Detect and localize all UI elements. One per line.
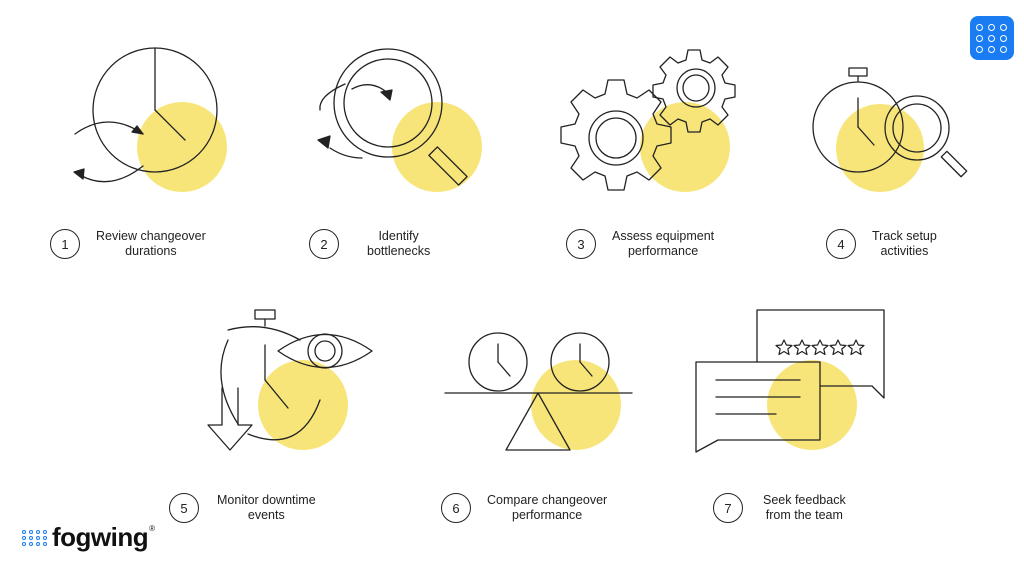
step-label-line1: Review changeover — [96, 229, 206, 243]
stopwatch-magnifier-icon — [812, 67, 968, 192]
gears-icon — [560, 49, 736, 192]
step-number: 4 — [826, 229, 856, 259]
step-label-line1: Track setup — [872, 229, 937, 243]
step-number: 7 — [713, 493, 743, 523]
app-grid-dot — [988, 45, 995, 53]
step-label-line2: durations — [125, 244, 177, 258]
step-3: 3 Assess equipment performance — [566, 229, 714, 259]
brand-name: fogwing — [52, 522, 149, 552]
step-number: 6 — [441, 493, 471, 523]
step-label-line2: performance — [627, 244, 699, 258]
step-label: Seek feedback from the team — [763, 493, 846, 523]
step-2: 2 Identify bottlenecks — [309, 229, 430, 259]
step-label-line2: bottlenecks — [367, 244, 431, 258]
step-label: Review changeover durations — [96, 229, 206, 259]
balance-clocks-icon — [444, 332, 633, 451]
app-grid-dot — [976, 45, 983, 53]
step-6: 6 Compare changeover performance — [441, 493, 607, 523]
stopwatch-eye-icon — [207, 309, 373, 451]
step-label-line2: events — [247, 508, 285, 522]
app-grid-dot — [1000, 45, 1007, 53]
step-number: 1 — [50, 229, 80, 259]
step-label-line1: Identify — [378, 229, 419, 243]
step-number: 3 — [566, 229, 596, 259]
app-grid-dot — [988, 34, 995, 42]
step-label-line1: Compare changeover — [487, 493, 608, 507]
step-7: 7 Seek feedback from the team — [713, 493, 846, 523]
registered-mark: ® — [149, 524, 156, 533]
step-number: 5 — [169, 493, 199, 523]
step-4: 4 Track setup activities — [826, 229, 937, 259]
step-number: 2 — [309, 229, 339, 259]
app-grid-button[interactable] — [970, 16, 1014, 60]
step-label: Identify bottlenecks — [367, 229, 430, 259]
logo-dots-icon — [22, 529, 48, 546]
app-grid-dot — [976, 34, 983, 42]
brand-logo: fogwing ® — [22, 522, 155, 553]
step-label-line2: from the team — [765, 508, 843, 522]
step-label-line1: Seek feedback — [763, 493, 846, 507]
app-grid-dot — [988, 23, 995, 31]
feedback-rating-icon — [695, 309, 885, 453]
step-label: Track setup activities — [872, 229, 937, 259]
clock-cycle-icon — [73, 47, 227, 192]
step-label: Monitor downtime events — [217, 493, 316, 523]
step-label-line2: performance — [512, 508, 583, 522]
magnifier-cycle-icon — [317, 48, 482, 192]
step-label-line2: activities — [880, 244, 929, 258]
step-label-line1: Assess equipment — [612, 229, 715, 243]
app-grid-dot — [1000, 23, 1007, 31]
step-5: 5 Monitor downtime events — [169, 493, 316, 523]
step-1: 1 Review changeover durations — [50, 229, 206, 259]
step-label: Assess equipment performance — [612, 229, 714, 259]
step-label: Compare changeover performance — [487, 493, 607, 523]
app-grid-dot — [1000, 34, 1007, 42]
step-label-line1: Monitor downtime — [217, 493, 316, 507]
app-grid-icon — [976, 23, 983, 31]
